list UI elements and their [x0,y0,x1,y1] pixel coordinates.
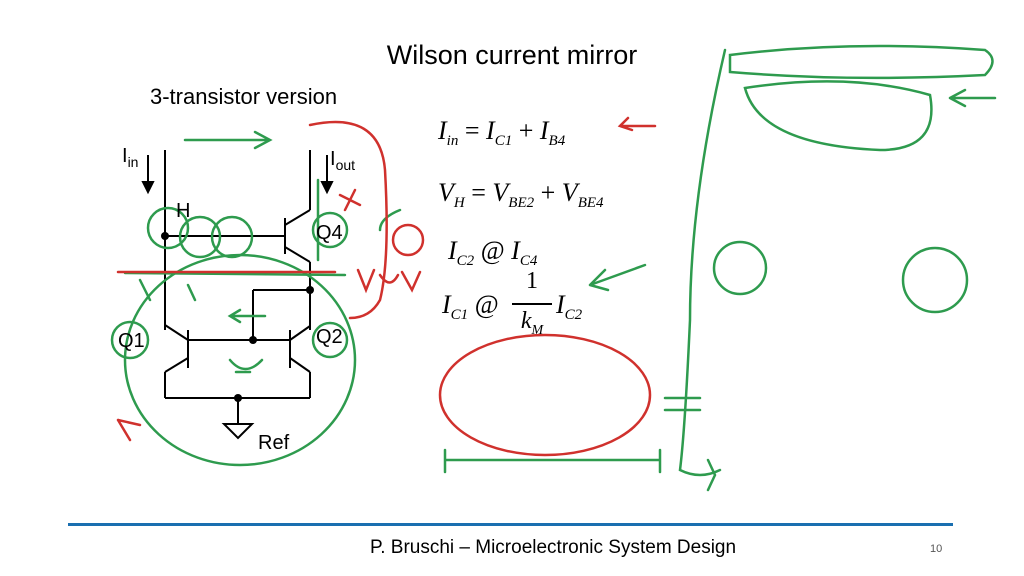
node-h-label: H [176,200,191,222]
slide-title: Wilson current mirror [386,40,638,70]
iin-label: Iin [122,145,139,170]
equation-iin: Iin = IC1 + IB4 [438,116,566,150]
q2-label: Q2 [316,326,343,348]
q1-label: Q1 [118,330,145,352]
fraction-denominator: kM [520,308,544,338]
equation-vh: VH = VBE2 + VBE4 [438,178,604,212]
iout-label: Iout [330,148,356,173]
ref-label: Ref [258,432,290,454]
slide-subtitle: 3-transistor version [150,84,338,109]
footer-divider [68,523,953,526]
footer-text: P. Bruschi – Microelectronic System Desi… [370,537,737,558]
equation-ic1: IC1 @ [442,290,499,324]
green-loop-q1q2 [123,253,357,467]
page-number: 10 [930,543,943,555]
q4-label: Q4 [316,222,343,244]
equation-ic1-rhs: IC2 [556,290,583,324]
equation-ic2: IC2 @ IC4 [448,236,538,270]
fraction-bar [512,303,552,305]
fraction-numerator: 1 [526,268,538,294]
